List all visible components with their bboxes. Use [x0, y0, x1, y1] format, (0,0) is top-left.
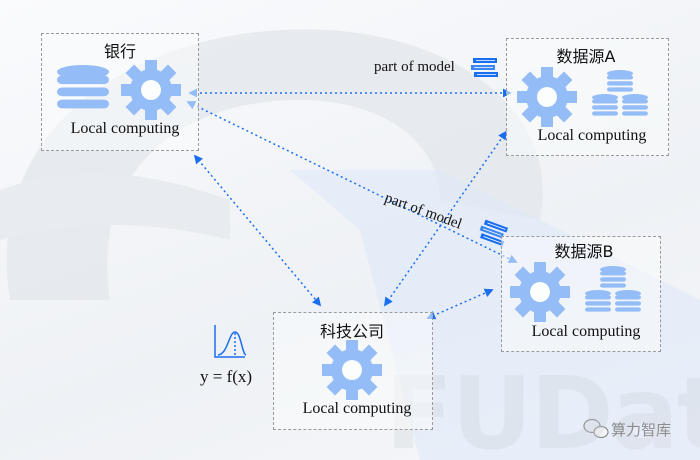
part-of-model-label: part of model [374, 59, 455, 75]
formula: y = f(x) [200, 367, 253, 386]
wechat-icon [583, 418, 609, 439]
bank-title: 银行 [103, 42, 137, 61]
gaussian-curve-icon [214, 325, 247, 358]
source-b-node [501, 236, 661, 352]
tech-node [273, 312, 433, 430]
source-a-title: 数据源A [556, 47, 616, 66]
source-a-node [506, 38, 669, 156]
tech-label: Local computing [302, 400, 412, 417]
source-b-label: Local computing [531, 323, 641, 340]
bank-label: Local computing [70, 120, 180, 137]
source-b-title: 数据源B [554, 242, 614, 261]
fudata-watermark: FUData [385, 355, 700, 460]
connector-arrows [186, 88, 518, 320]
source-a-label: Local computing [537, 127, 647, 144]
book-icon [471, 57, 499, 78]
bank-node [41, 33, 199, 151]
tech-title: 科技公司 [319, 322, 385, 341]
account-watermark: 算力智库 [611, 421, 672, 439]
